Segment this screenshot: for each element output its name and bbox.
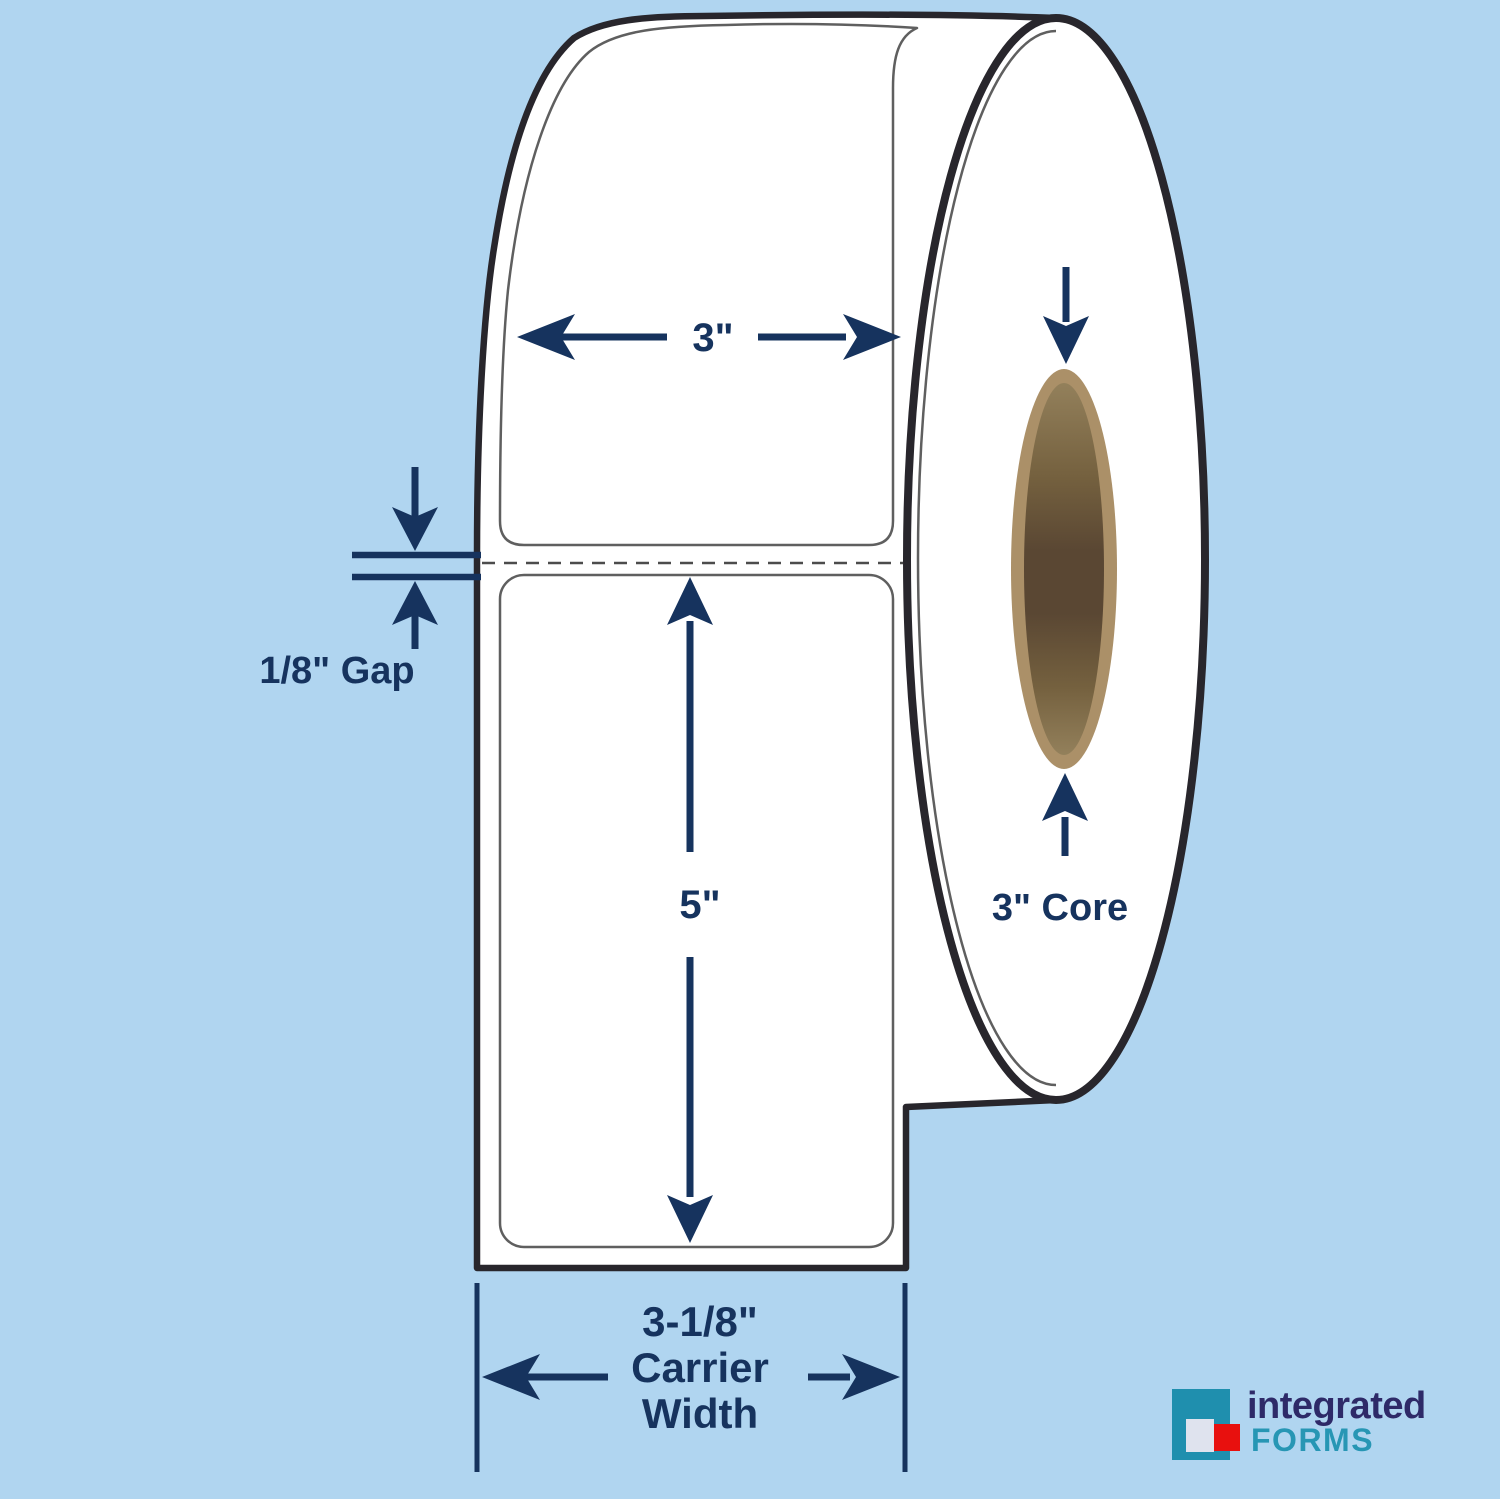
gap-arrowhead-up: [392, 581, 438, 625]
logo-mark-red-square: [1214, 1424, 1240, 1451]
width-dimension-label: 3": [692, 316, 733, 360]
carrier-width-label-line1: 3-1/8": [642, 1298, 758, 1345]
logo-text-integrated: integrated: [1247, 1385, 1426, 1427]
logo: integrated FORMS: [1172, 1385, 1426, 1460]
carrier-width-label-line2: Carrier: [631, 1344, 769, 1391]
core-arrowhead-up: [1042, 773, 1088, 821]
core-dimension-label: 3" Core: [992, 887, 1128, 929]
core-arrowhead-down: [1043, 316, 1089, 364]
length-dimension-label: 5": [679, 883, 720, 927]
width-arrowhead-right: [843, 314, 901, 360]
length-arrowhead-up: [667, 577, 713, 625]
dimension-annotations: 3" 1/8" Gap 5" 3" Core 3-1/8" Carrier Wi…: [259, 267, 1128, 1472]
roll-structure: [473, 11, 1209, 1272]
gap-arrowhead-down: [392, 507, 438, 551]
upper-label-outline: [498, 22, 919, 547]
logo-text-forms: FORMS: [1251, 1422, 1374, 1458]
width-arrowhead-left: [517, 314, 575, 360]
carrier-arrowhead-right: [842, 1354, 900, 1400]
gap-dimension-label: 1/8" Gap: [259, 650, 414, 692]
carrier-width-label-line3: Width: [642, 1390, 758, 1437]
carrier-arrowhead-left: [482, 1354, 540, 1400]
core-hole: [1024, 383, 1104, 755]
roll-layer-line: [916, 29, 1057, 1087]
logo-mark-light-square: [1186, 1419, 1214, 1452]
length-arrowhead-down: [667, 1195, 713, 1243]
lower-label-outline: [498, 573, 895, 1249]
